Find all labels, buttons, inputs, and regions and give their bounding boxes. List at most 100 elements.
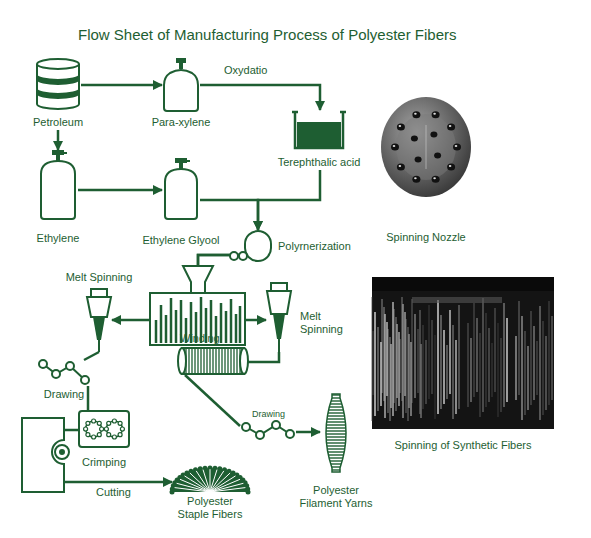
drawing-part (236, 349, 237, 373)
process-node: Polyester Filament Yarns (320, 394, 352, 472)
node-label: Drawing (38, 388, 90, 401)
drawing-part (432, 176, 440, 183)
node-label: Polyester Filament Yarns (296, 484, 376, 510)
drawing-part (447, 164, 455, 171)
drawing-part (412, 297, 502, 303)
drawing-part (112, 419, 116, 423)
drawing-part (120, 427, 124, 431)
drawing-part (551, 316, 553, 400)
drawing-part (107, 421, 111, 425)
edge-label: Oxydatio (224, 64, 267, 77)
drawing-part (418, 329, 419, 393)
node-label: Melt Spinning (300, 310, 352, 336)
drawing-part (66, 362, 74, 370)
drawing-part (435, 335, 436, 419)
flow-connector (296, 431, 320, 434)
drawing-part (412, 176, 420, 183)
drawing-part (267, 291, 291, 314)
drawing-part (227, 349, 228, 373)
drawing-part (527, 346, 529, 410)
reactor-icon (244, 230, 272, 262)
drawing-part (396, 317, 397, 411)
process-node: Para-xylene (162, 58, 200, 112)
process-node: Melt Spinning (266, 282, 292, 352)
drawing-part (429, 305, 430, 399)
drawing-part (425, 340, 427, 404)
drawing-part (182, 348, 244, 374)
drawing-part (391, 144, 399, 151)
node-label: Spinning of Synthetic Fibers (372, 439, 554, 452)
drawing-part (37, 74, 79, 85)
crimper-icon (78, 410, 130, 448)
drawing-part (278, 339, 280, 352)
drawing-part (183, 160, 190, 162)
drawing-part (164, 70, 198, 111)
drawing-part (414, 314, 416, 398)
drawing-part (84, 427, 88, 431)
drawing-part (386, 322, 388, 396)
drawing-part (402, 297, 403, 401)
drawing-part (449, 310, 451, 394)
drawing-part (43, 364, 85, 380)
node-label: Drawing (252, 409, 296, 420)
drawing-part (197, 349, 198, 373)
drawing-part (233, 349, 234, 373)
drawing-part (86, 421, 90, 425)
node-label: Polyester Staple Fibers (170, 495, 250, 521)
drawing-part (60, 152, 67, 154)
drawing-part (549, 301, 550, 405)
drawing-part (52, 370, 60, 378)
drawing-part (191, 349, 192, 373)
drawing-part (81, 376, 89, 384)
cutter-hub (60, 450, 64, 454)
node-label: Para-xylene (142, 116, 220, 129)
drawing-part (545, 336, 547, 410)
drawing-part (242, 423, 250, 431)
drawing-part (200, 349, 201, 373)
drawing-part (188, 349, 189, 373)
drawing-part (494, 308, 496, 392)
cutter-wheel (55, 445, 69, 459)
drawing-part (399, 125, 402, 127)
drawing-part (515, 336, 517, 400)
drawing-part (215, 349, 216, 373)
drawing-part (414, 113, 417, 115)
drawing-part (531, 311, 532, 405)
node-label: Polyrnerization (278, 240, 373, 253)
drawing-part (390, 337, 391, 421)
drawing-part (87, 297, 111, 317)
drawing-part (488, 328, 490, 402)
nozzle-photo (380, 95, 472, 200)
node-label: Ethylene (18, 232, 98, 245)
drawing-part (430, 132, 437, 138)
drawing-part (443, 330, 445, 404)
process-node: Terephthalic acid (292, 110, 346, 170)
drawing-part (92, 419, 96, 423)
drawing-part (206, 349, 207, 373)
drawing-part (93, 317, 105, 340)
flow-connector (200, 85, 320, 110)
drawing-part (210, 469, 211, 492)
drawing-part (256, 431, 264, 439)
drawing-part (411, 136, 418, 142)
diagram-title: Flow Sheet of Manufacturing Process of P… (78, 26, 457, 44)
drawing-part (384, 307, 385, 401)
node-label: Ethylene Glyool (131, 234, 231, 247)
drawing-part (437, 300, 439, 414)
drawing-part (286, 430, 294, 438)
drawing-part (194, 349, 195, 373)
flow-connector (258, 170, 320, 230)
edge-label: Cutting (96, 486, 131, 499)
drawing-part (412, 111, 420, 118)
flow-connector (84, 352, 99, 360)
drawing-part (172, 468, 248, 492)
drawing-part (396, 114, 456, 180)
roller-chain (38, 360, 90, 386)
drawing-part (37, 88, 79, 99)
staple-pile (172, 468, 248, 492)
drawing-part (224, 349, 225, 373)
drawing-part (408, 327, 409, 421)
flow-connector (81, 84, 162, 87)
cutter-machine (22, 418, 69, 492)
